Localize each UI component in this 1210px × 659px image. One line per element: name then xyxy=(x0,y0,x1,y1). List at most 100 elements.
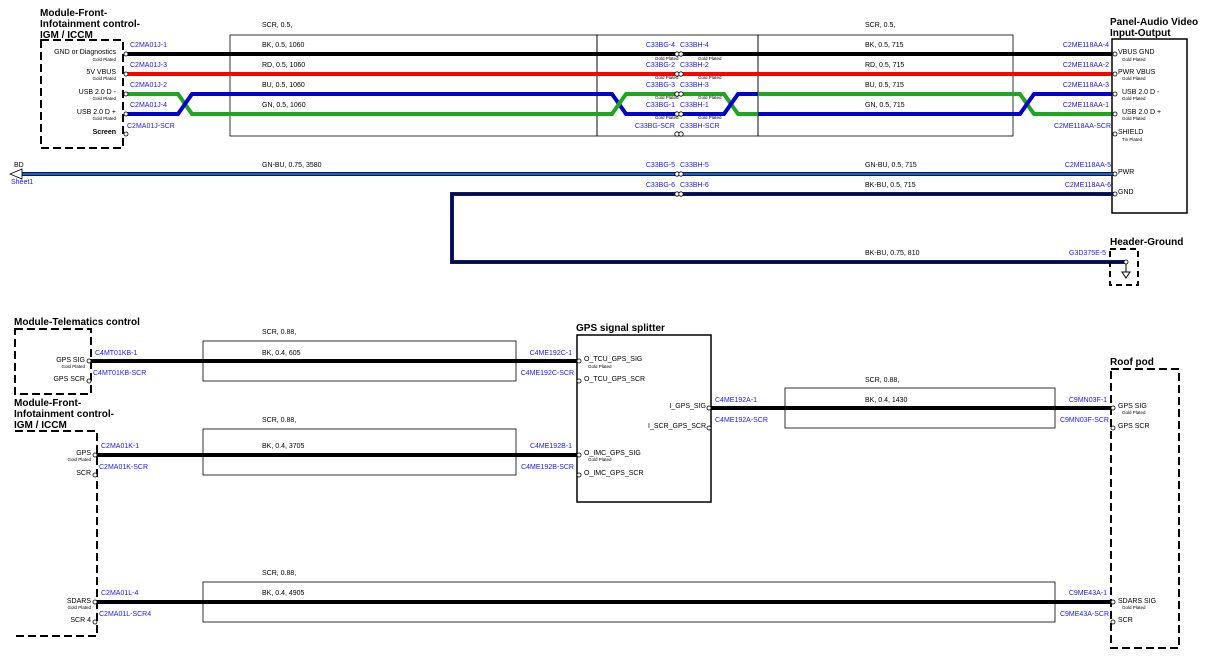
connector-pin: C2ME118AA-2 xyxy=(1063,62,1109,69)
connector-pin: C4MT01KB-1 xyxy=(95,350,138,357)
wire-label: BK, 0.4, 1430 xyxy=(865,397,908,404)
connector-pin: C33BG-1 xyxy=(646,102,675,109)
plating-label: Gold Plated xyxy=(92,76,116,81)
connector-pin: C2ME118AA-4 xyxy=(1063,42,1109,49)
wire-label: BK, 0.4, 3705 xyxy=(262,443,305,450)
plating-label: Gold Plated xyxy=(698,95,722,100)
pin-label: GND xyxy=(1118,189,1134,196)
connector-pin: C2MA01J-1 xyxy=(130,42,167,49)
wire-label: BK-BU, 0.5, 715 xyxy=(865,182,916,189)
connector-pin: C9ME43A-SCR xyxy=(1060,611,1109,618)
connector-pin: C2MA01L-4 xyxy=(101,590,138,597)
connector-pin: C2MA01K-1 xyxy=(101,443,139,450)
wire-label: SCR, 0.88, xyxy=(262,329,296,336)
wire-label: BK, 0.5, 1060 xyxy=(262,42,305,49)
pin-label-usb-dm: USB 2.0 D - xyxy=(79,89,117,96)
pin-label: VBUS GND xyxy=(1118,49,1155,56)
connector-pin: C2MA01K-SCR xyxy=(99,464,148,471)
offpage-arrow-icon xyxy=(8,168,23,180)
mfic-top-title-3: IGM / ICCM xyxy=(40,30,93,41)
splitter-box xyxy=(576,334,712,503)
connector-pin: C33BH-1 xyxy=(680,102,709,109)
pin-label: I_SCR_GPS_SCR xyxy=(648,423,706,430)
pin-label: PWR xyxy=(1118,169,1134,176)
pin-label: SCR xyxy=(76,470,91,477)
connector-pin: C2ME118AA-SCR xyxy=(1054,123,1111,130)
plating-label: Gold Plated xyxy=(67,605,91,610)
plating-label: Gold Plated xyxy=(655,115,679,120)
plating-label: Gold Plated xyxy=(588,457,612,462)
wire-label: SCR, 0.88, xyxy=(262,417,296,424)
plating-label: Gold Plated xyxy=(1122,57,1146,62)
pin-label: SCR 4 xyxy=(70,617,91,624)
component-gps-splitter: GPS signal splitter O_TCU_GPS_SIG Gold P… xyxy=(576,323,712,503)
connector-pin: C33BH-3 xyxy=(680,82,709,89)
connector-pin: C2ME118AA-1 xyxy=(1063,102,1109,109)
plating-label: Gold Plated xyxy=(1122,76,1146,81)
plating-label: Gold Plated xyxy=(655,95,679,100)
pin-label: GPS SCR xyxy=(1118,423,1150,430)
mfic-bot-title-2: Infotainment control- xyxy=(14,409,114,420)
wire-bkbu-ground xyxy=(450,192,1126,264)
connector-pin: C33BH-4 xyxy=(680,42,709,49)
pin-label: GPS xyxy=(76,450,91,457)
ground-icon xyxy=(1121,271,1131,279)
component-roof-pod: Roof pod GPS SIG Gold Plated GPS SCR SDA… xyxy=(1110,357,1180,649)
roof-box xyxy=(1110,368,1180,649)
offpage-sheet-link[interactable]: Sheet1 xyxy=(11,179,33,186)
connector-pin: G3D375E-5 xyxy=(1069,250,1106,257)
component-mfic-bottom: Module-Front- Infotainment control- IGM … xyxy=(14,398,114,637)
connector-pin: C9MN03F-SCR xyxy=(1060,417,1109,424)
plating-label: Gold Plated xyxy=(92,96,116,101)
pin-label: GPS SIG xyxy=(56,357,85,364)
component-panel-audio-video: Panel-Audio Video Input-Output VBUS GND … xyxy=(1110,17,1198,214)
wire-label: SCR, 0.88, xyxy=(865,377,899,384)
connector-pin: C2MA01J-3 xyxy=(130,62,167,69)
connector-terminals-top xyxy=(123,51,1129,265)
plating-label: Gold Plated xyxy=(698,75,722,80)
connector-pin: C33BG-2 xyxy=(646,62,675,69)
inline-connector-box xyxy=(596,34,759,137)
plating-label: Gold Plated xyxy=(1122,116,1146,121)
wire-bu-left xyxy=(126,92,597,116)
wire-label: BK-BU, 0.75, 810 xyxy=(865,250,920,257)
pin-label: USB 2.0 D - xyxy=(1122,89,1160,96)
connector-pin: C4ME192C-SCR xyxy=(521,370,574,377)
pin-label: O_TCU_GPS_SCR xyxy=(584,376,645,383)
pin-label: O_TCU_GPS_SIG xyxy=(584,356,642,363)
plating-label: Gold Plated xyxy=(588,364,612,369)
splitter-title: GPS signal splitter xyxy=(576,323,665,334)
plating-label: Gold Plated xyxy=(61,364,85,369)
connector-pin: C4ME192B-SCR xyxy=(521,464,574,471)
wire-label-scr-right: SCR, 0.5, xyxy=(865,22,895,29)
wire-bu-right xyxy=(758,92,1115,116)
connector-pin: C33BH-2 xyxy=(680,62,709,69)
mfic-top-box xyxy=(40,39,124,149)
wire-label: GN-BU, 0.75, 3580 xyxy=(262,162,322,169)
pin-label: SDARS xyxy=(67,598,91,605)
pin-label: O_IMC_GPS_SCR xyxy=(584,470,644,477)
connector-pin: C33BG-5 xyxy=(646,162,675,169)
connector-terminals-bottom xyxy=(86,358,1116,625)
mfic-top-title-1: Module-Front- xyxy=(40,8,107,19)
pin-label: GPS SCR xyxy=(53,376,85,383)
shield-box-3705 xyxy=(202,428,517,476)
telematics-title: Module-Telematics control xyxy=(14,317,140,328)
wire-label: RD, 0.5, 715 xyxy=(865,62,904,69)
wire-gn-left xyxy=(126,92,597,116)
roof-title: Roof pod xyxy=(1110,357,1154,368)
connector-pin: C4ME192A-1 xyxy=(715,397,757,404)
pin-label: I_GPS_SIG xyxy=(669,403,706,410)
pin-label: SCR xyxy=(1118,617,1133,624)
connector-pin: C9ME43A-1 xyxy=(1069,590,1107,597)
wire-label: BK, 0.4, 605 xyxy=(262,350,301,357)
mfic-bot-title-1: Module-Front- xyxy=(14,398,81,409)
wire-label: SCR, 0.88, xyxy=(262,570,296,577)
pin-label: GPS SIG xyxy=(1118,403,1147,410)
connector-pin: C33BH-SCR xyxy=(680,123,720,130)
pin-label: SHIELD xyxy=(1118,129,1143,136)
pin-label-screen: Screen xyxy=(93,129,116,136)
pin-label: O_IMC_GPS_SIG xyxy=(584,450,641,457)
pav-box xyxy=(1111,38,1188,214)
wire-bu-cross-r1 xyxy=(681,92,758,116)
